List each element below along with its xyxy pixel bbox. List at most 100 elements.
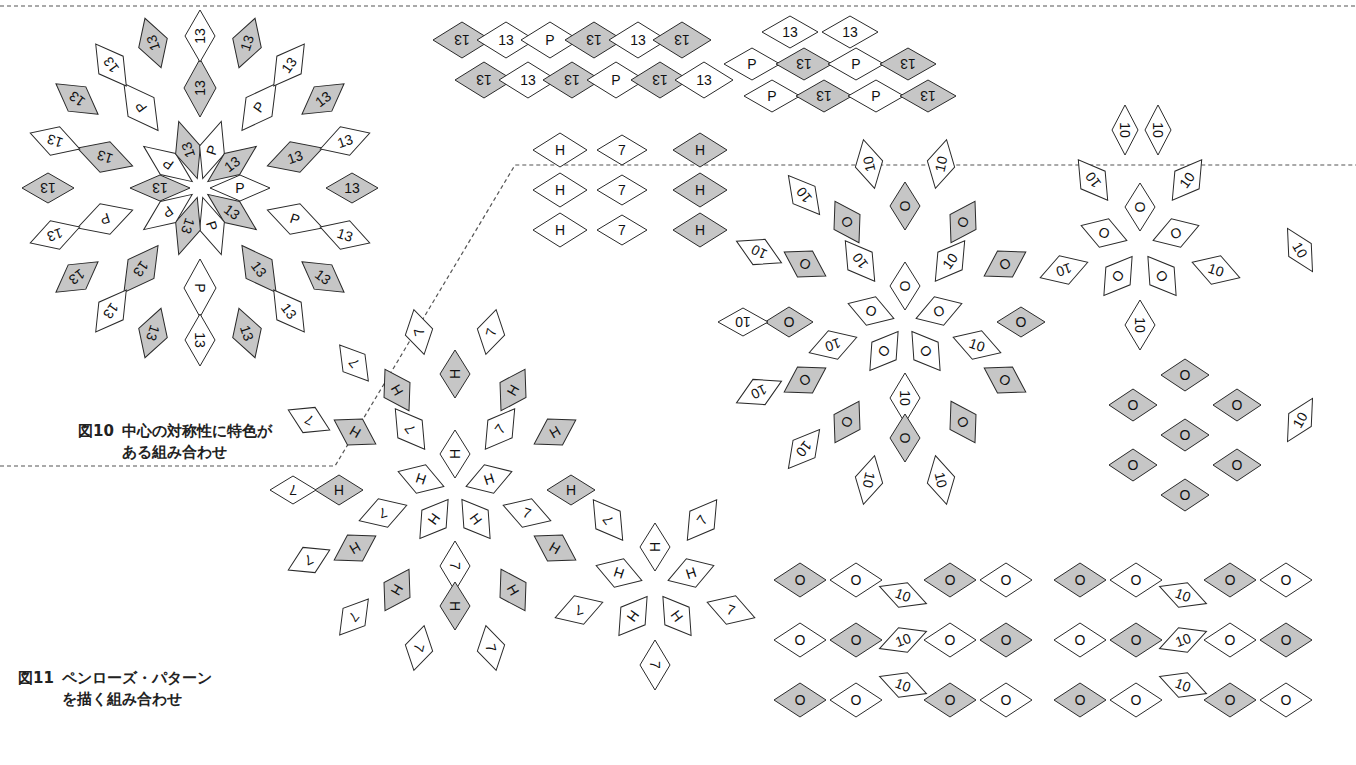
tile-label: H: [555, 183, 565, 197]
tile: H: [326, 407, 383, 457]
tile-shape: [1155, 619, 1211, 661]
tile: H: [326, 523, 383, 573]
tile: H: [664, 552, 719, 595]
tile-shape: [293, 71, 353, 126]
tile: 13: [47, 71, 107, 126]
tile-label: 13: [152, 181, 168, 195]
tile: O: [924, 563, 976, 597]
tile-label: O: [1001, 693, 1012, 707]
tile: 7: [400, 622, 438, 673]
tile-shape: [462, 457, 517, 500]
tile-label: O: [1131, 573, 1142, 587]
tile-label: P: [767, 89, 776, 103]
tile-label: 10: [898, 390, 912, 406]
tile-label: O: [945, 633, 956, 647]
tile-shape: [765, 307, 813, 337]
tile-shape: [673, 213, 727, 247]
tile-shape: [1260, 623, 1312, 657]
tile: 10: [875, 664, 931, 706]
tile: 7: [282, 538, 336, 583]
tile: H: [527, 407, 584, 457]
tile-shape: [282, 397, 336, 442]
tile-shape: [664, 552, 719, 595]
tile-label: 13: [816, 89, 832, 103]
tile: 13: [26, 213, 85, 258]
tile-label: 13: [842, 25, 858, 39]
tile: O: [843, 289, 898, 332]
tile-label: O: [1232, 458, 1243, 472]
tile-shape: [229, 236, 289, 302]
tile: O: [1110, 563, 1162, 597]
tile: O: [924, 623, 976, 657]
tile-shape: [47, 250, 107, 305]
tile-shape: [1213, 449, 1261, 481]
tile: 10: [777, 167, 830, 224]
tile: 10: [833, 231, 887, 289]
tile: O: [1054, 623, 1106, 657]
tile-label: O: [851, 693, 862, 707]
tile-label: 10: [932, 471, 949, 489]
tile-shape: [225, 303, 270, 362]
tile: P: [744, 80, 800, 112]
tile-shape: [1054, 563, 1106, 597]
tile: O: [1109, 449, 1157, 481]
tile-label: O: [1075, 693, 1086, 707]
tile-label: 13: [796, 57, 812, 71]
tile-shape: [776, 239, 833, 289]
tile-label: H: [648, 542, 662, 552]
tile: O: [1110, 683, 1162, 717]
tile: 7: [472, 307, 510, 358]
tile-shape: [1276, 222, 1324, 278]
tile: O: [830, 623, 882, 657]
tile-shape: [900, 323, 952, 379]
tile: O: [977, 239, 1034, 289]
tile: H: [533, 173, 587, 207]
tile-label: 10: [1118, 122, 1132, 138]
tile-label: 10: [932, 155, 949, 173]
tile: O: [1054, 683, 1106, 717]
tile: 13: [326, 173, 378, 203]
tile: H: [372, 562, 422, 619]
tile-label: O: [1131, 633, 1142, 647]
tile-label: O: [1016, 315, 1027, 329]
tile-shape: [730, 369, 787, 416]
tile: H: [440, 350, 470, 398]
tile-shape: [1145, 105, 1171, 155]
tile-shape: [653, 22, 711, 58]
tile-label: P: [747, 57, 756, 71]
tile-shape: [1110, 563, 1162, 597]
tile-shape: [703, 588, 760, 632]
tile-label: 7: [448, 562, 462, 570]
tile: H: [533, 133, 587, 167]
tile: 7: [640, 640, 670, 690]
tile: 13: [822, 16, 878, 48]
tile-shape: [263, 195, 328, 243]
tile: 10: [1276, 222, 1324, 278]
tile-label: 13: [193, 28, 207, 44]
tile-shape: [730, 228, 787, 275]
tile-label: 10: [1151, 122, 1165, 138]
tile: O: [924, 683, 976, 717]
tile-shape: [26, 119, 85, 164]
tile-shape: [111, 236, 171, 302]
tile-label: H: [448, 369, 462, 379]
tile-label: H: [695, 223, 705, 237]
tile-shape: [315, 475, 363, 505]
tile-shape: [450, 491, 502, 547]
tile-shape: [597, 135, 647, 165]
tile: O: [900, 323, 952, 379]
tile-label: O: [1225, 573, 1236, 587]
tile-label: O: [1128, 458, 1139, 472]
tile-label: O: [1180, 368, 1191, 382]
tile: P: [229, 74, 289, 140]
tile-label: O: [1075, 573, 1086, 587]
tile-label: 13: [498, 33, 514, 47]
tile-shape: [1155, 664, 1211, 706]
tile-shape: [72, 195, 137, 243]
tile-shape: [326, 173, 378, 203]
tile-shape: [533, 133, 587, 167]
tile: 10: [1160, 151, 1214, 209]
tile-shape: [830, 623, 882, 657]
tile-shape: [875, 664, 931, 706]
tile-shape: [440, 430, 470, 478]
